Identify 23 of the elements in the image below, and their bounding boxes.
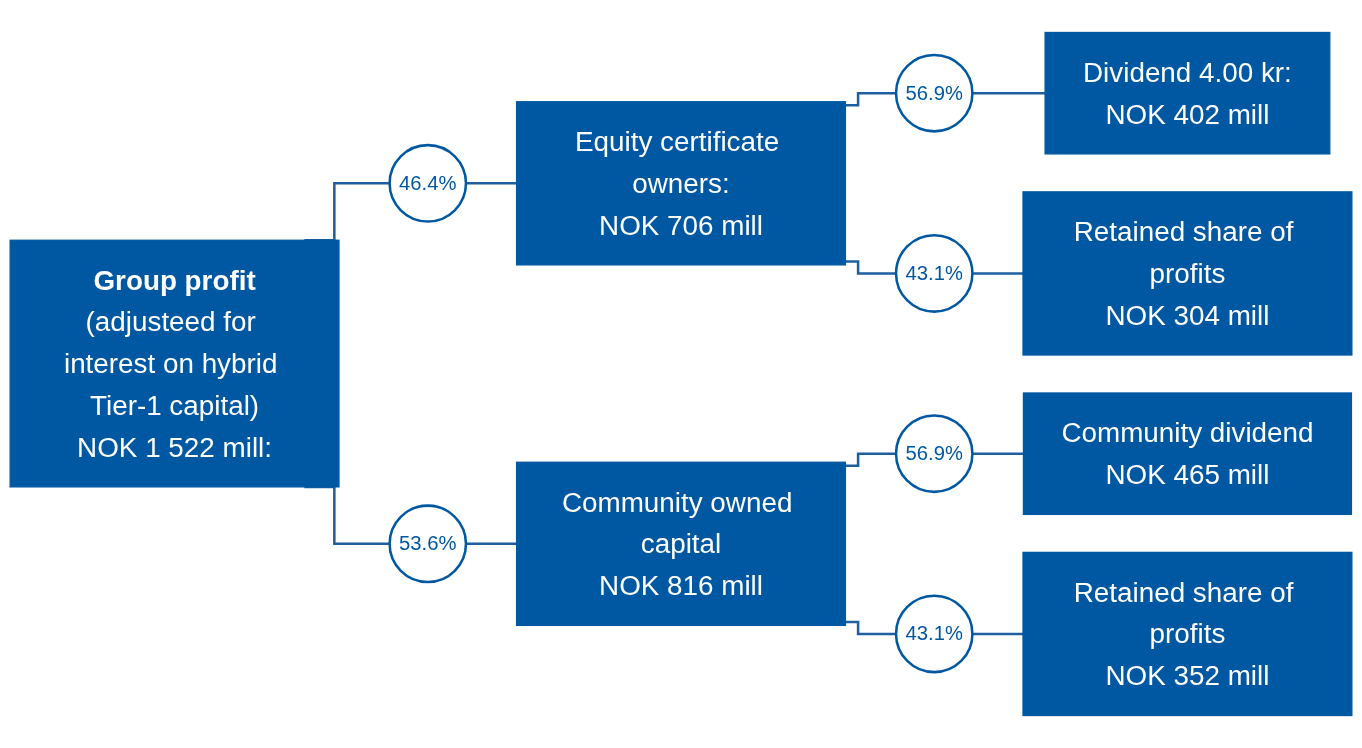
connector (972, 452, 1024, 455)
node-circle: 53.6% (388, 504, 468, 584)
connector (845, 260, 897, 275)
connector (845, 91, 897, 107)
connector (845, 452, 897, 467)
node-circle: 56.9% (894, 53, 974, 133)
connector (972, 272, 1023, 275)
node-box: Dividend 4.00 kr: NOK 402 mill (1044, 31, 1331, 155)
connector (465, 182, 517, 185)
connector (972, 91, 1046, 95)
node-box: Community owned capital NOK 816 mill (515, 461, 847, 627)
node-circle: 43.1% (894, 234, 974, 313)
node-box: Retained share of profits NOK 352 mill (1022, 551, 1353, 717)
node-box: Retained share of profits NOK 304 mill (1022, 191, 1353, 356)
node-circle: 43.1% (894, 594, 974, 674)
connector (845, 620, 897, 636)
node-circle: 56.9% (894, 414, 974, 494)
node-box: Group profit (adjusteed for interest on hybrid Tier-1 capital) NOK 1 522 mill: (9, 239, 340, 488)
node-box: Community dividend NOK 465 mill (1022, 392, 1353, 516)
connector (972, 632, 1023, 636)
node-circle: 46.4% (388, 143, 468, 223)
connector (465, 542, 517, 546)
node-box: Equity certificate owners: NOK 706 mill (515, 101, 847, 266)
